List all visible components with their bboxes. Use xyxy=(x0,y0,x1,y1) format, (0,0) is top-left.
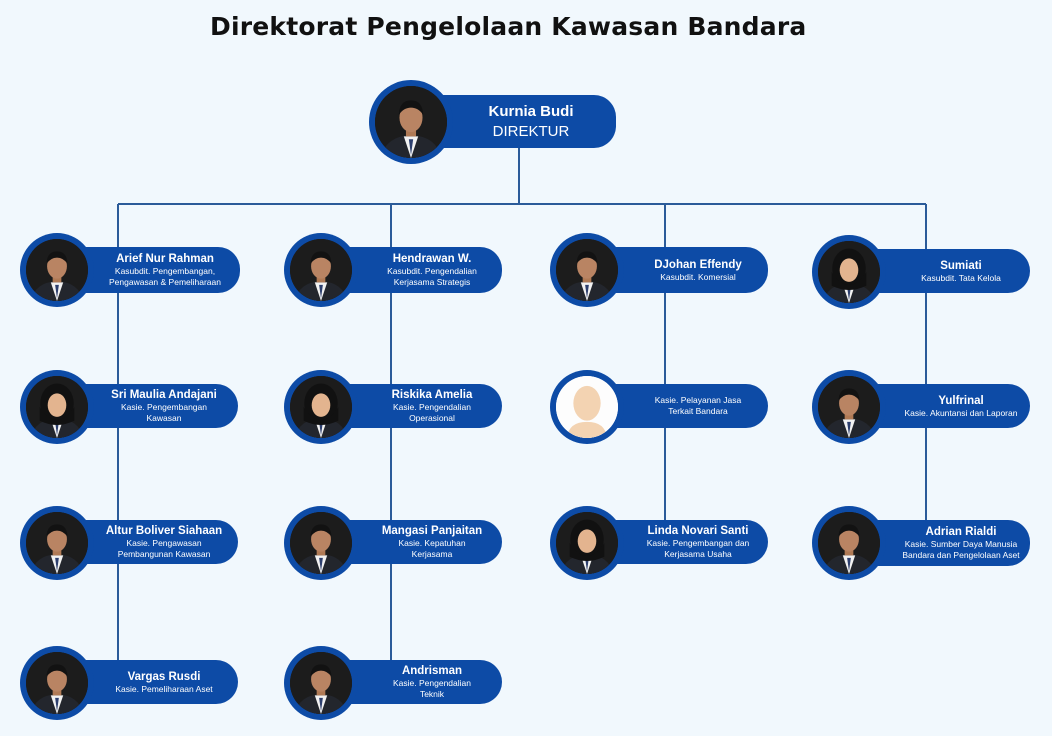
person-photo xyxy=(284,646,358,720)
person-photo-hijab xyxy=(812,235,886,309)
director-photo xyxy=(369,80,453,164)
node-role: Kasie. Pengawasan Pembangunan Kawasan xyxy=(117,538,211,559)
node-role: Kasie. Pelayanan Jasa Terkait Bandara xyxy=(654,395,742,416)
person-photo xyxy=(550,233,624,307)
person-photo-hijab xyxy=(284,370,358,444)
person-photo xyxy=(812,506,886,580)
node-name: Sri Maulia Andajani xyxy=(111,389,217,401)
node-role: Kasie. Sumber Daya Manusia Bandara dan P… xyxy=(902,539,1020,560)
node-name: Arief Nur Rahman xyxy=(116,253,214,265)
person-photo xyxy=(812,370,886,444)
director-name: Kurnia Budi xyxy=(488,102,574,120)
node-name: Hendrawan W. xyxy=(392,253,472,265)
person-photo xyxy=(20,233,94,307)
node-role: Kasubdit. Tata Kelola xyxy=(921,272,1001,283)
director-role: DIREKTUR xyxy=(492,122,570,140)
node-role: Kasie. Pengembangan dan Kerjasama Usaha xyxy=(646,538,750,559)
node-role: Kasie. Pengendalian Teknik xyxy=(393,678,471,699)
person-photo xyxy=(20,506,94,580)
person-photo-hijab xyxy=(550,506,624,580)
node-name: Altur Boliver Siahaan xyxy=(105,525,223,537)
person-photo-hijab xyxy=(20,370,94,444)
node-role: Kasubdit. Komersial xyxy=(660,271,736,282)
node-role: Kasie. Pengembangan Kawasan xyxy=(120,402,207,423)
node-role: Kasie. Pengendalian Operasional xyxy=(393,402,471,423)
node-role: Kasubdit. Pengendalian Kerjasama Strateg… xyxy=(387,266,477,287)
person-photo xyxy=(20,646,94,720)
placeholder-avatar xyxy=(550,370,624,444)
node-role: Kasie. Akuntansi dan Laporan xyxy=(904,407,1018,418)
node-role: Kasubdit. Pengembangan, Pengawasan & Pem… xyxy=(109,266,221,287)
person-photo xyxy=(284,506,358,580)
node-name: Sumiati xyxy=(940,259,982,272)
node-role: Kasie. Kepatuhan Kerjasama xyxy=(398,538,466,559)
node-role: Kasie. Pemeliharaan Aset xyxy=(115,683,213,694)
node-name: Mangasi Panjaitan xyxy=(381,525,483,537)
page-title: Direktorat Pengelolaan Kawasan Bandara xyxy=(210,12,807,41)
node-name: Linda Novari Santi xyxy=(647,525,749,537)
person-photo xyxy=(284,233,358,307)
node-name: Yulfrinal xyxy=(938,394,984,407)
node-name: Andrisman xyxy=(401,665,463,677)
node-name: Adrian Rialdi xyxy=(925,526,997,538)
node-name: Riskika Amelia xyxy=(391,389,473,401)
node-name: Vargas Rusdi xyxy=(127,670,201,683)
node-name: DJohan Effendy xyxy=(654,258,742,271)
